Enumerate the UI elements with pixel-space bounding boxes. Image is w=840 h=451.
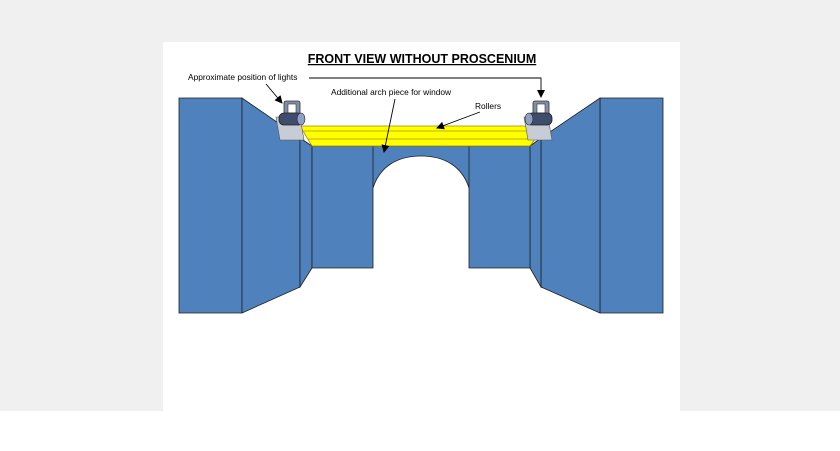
- rollers-label: Rollers: [475, 101, 501, 111]
- arch-arrow: [381, 98, 396, 153]
- diagram-title: FRONT VIEW WITHOUT PROSCENIUM: [308, 52, 536, 66]
- right-front-flat: [599, 97, 664, 314]
- arch-label: Additional arch piece for window: [331, 87, 452, 97]
- right-inner-side-flat: [529, 137, 542, 289]
- bottom-strip: [0, 411, 840, 451]
- left-front-flat: [178, 97, 243, 314]
- lights-arrow-right: [309, 77, 545, 98]
- left-inner-side-flat: [299, 137, 313, 289]
- roller-beam: [299, 125, 546, 147]
- back-arch-wall: [311, 145, 531, 269]
- stage-light-icon: [523, 100, 553, 141]
- lights-arrow-left: [265, 83, 283, 104]
- stage-light-icon: [275, 100, 306, 141]
- rollers-arrow: [436, 111, 481, 130]
- lights-label: Approximate position of lights: [188, 72, 297, 82]
